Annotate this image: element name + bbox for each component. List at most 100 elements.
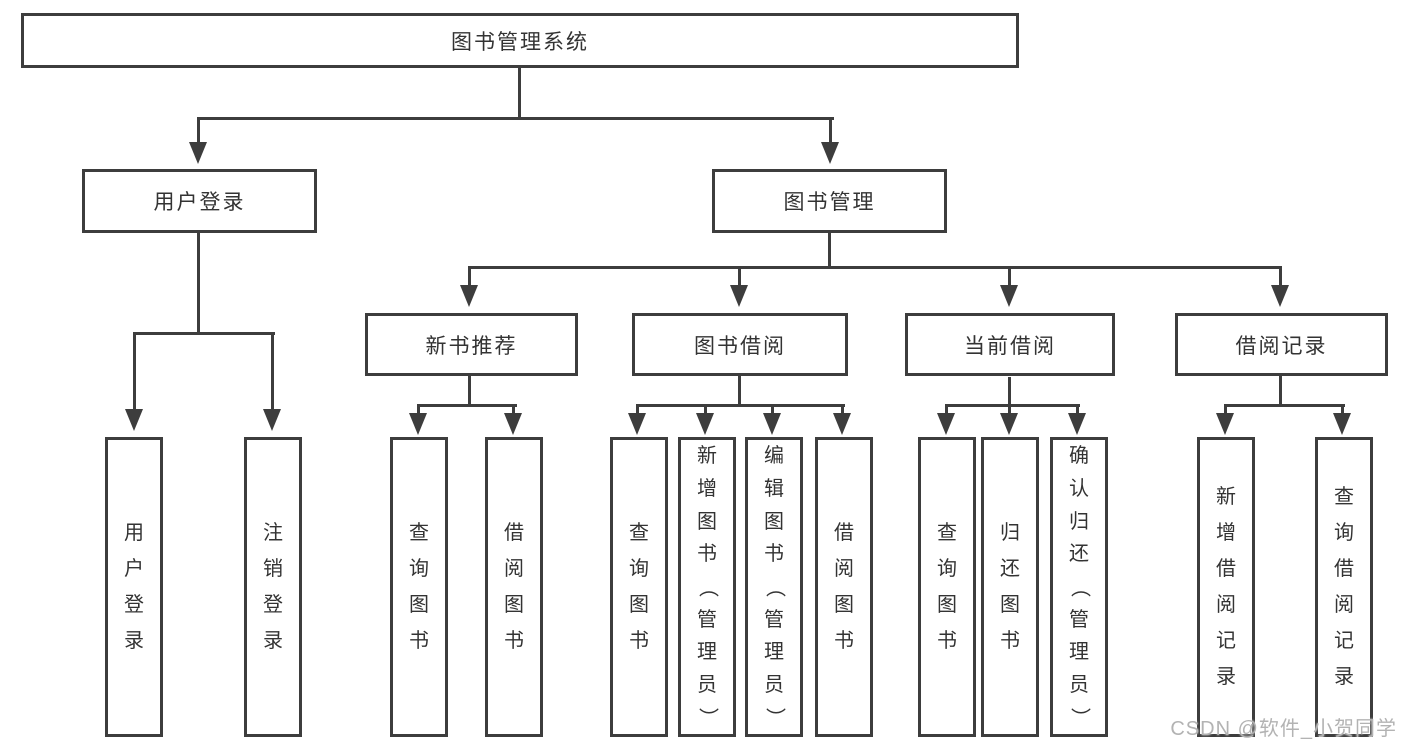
connector-line <box>636 404 845 407</box>
leaf-borrow-books: 借阅图书 <box>815 437 873 737</box>
vertical-char: 书 <box>1000 630 1020 652</box>
vertical-char: 员 <box>697 674 717 697</box>
arrow-head <box>1271 285 1289 307</box>
vertical-char: 书 <box>937 630 957 652</box>
leaf-user-login: 用户登录 <box>105 437 163 737</box>
connector-line <box>829 117 832 144</box>
vertical-char: 阅 <box>1334 594 1354 616</box>
arrow-head <box>125 409 143 431</box>
connector-line <box>636 404 639 415</box>
leaf-query-books: 查询图书 <box>918 437 976 737</box>
node-user-login: 用户登录 <box>82 169 317 233</box>
connector-line <box>197 233 200 335</box>
vertical-char: 图 <box>629 594 649 616</box>
leaf-add-book-admin: 新增图书（管理员） <box>678 437 736 737</box>
connector-line <box>271 332 274 411</box>
vertical-char: 管 <box>697 608 717 631</box>
vertical-char: 理 <box>764 641 784 664</box>
vertical-char: 询 <box>937 558 957 580</box>
vertical-char: 书 <box>697 543 717 566</box>
vertical-char: （ <box>1068 577 1091 598</box>
vertical-char: （ <box>763 577 786 598</box>
vertical-char: 借 <box>834 522 854 544</box>
vertical-char: 借 <box>504 522 524 544</box>
vertical-char: ） <box>763 707 786 728</box>
vertical-char: 还 <box>1000 558 1020 580</box>
vertical-char: 图 <box>1000 594 1020 616</box>
vertical-char: 登 <box>263 594 283 616</box>
vertical-char: 书 <box>834 630 854 652</box>
vertical-char: 图 <box>409 594 429 616</box>
connector-line <box>468 266 471 287</box>
connector-line <box>841 404 844 415</box>
node-current-borrow: 当前借阅 <box>905 313 1115 376</box>
vertical-char: 书 <box>504 630 524 652</box>
vertical-char: 新 <box>1216 486 1236 508</box>
vertical-char: 书 <box>629 630 649 652</box>
connector-line <box>417 404 517 407</box>
csdn-watermark: CSDN @软件_小贺同学 <box>1170 718 1397 740</box>
connector-line <box>1341 404 1344 415</box>
vertical-char: 录 <box>124 630 144 652</box>
vertical-char: 理 <box>1069 641 1089 664</box>
connector-line <box>1224 404 1227 415</box>
connector-line <box>518 68 521 118</box>
arrow-head <box>937 413 955 435</box>
vertical-char: 查 <box>629 522 649 544</box>
connector-line <box>945 404 948 415</box>
vertical-char: 管 <box>764 608 784 631</box>
vertical-char: 增 <box>697 477 717 500</box>
vertical-char: 确 <box>1069 445 1089 468</box>
vertical-char: 录 <box>1334 666 1354 688</box>
arrow-head <box>730 285 748 307</box>
vertical-char: 图 <box>504 594 524 616</box>
arrow-head <box>1333 413 1351 435</box>
vertical-char: 认 <box>1069 477 1089 500</box>
arrow-head <box>628 413 646 435</box>
arrow-head <box>833 413 851 435</box>
arrow-head <box>1068 413 1086 435</box>
vertical-char: 阅 <box>504 558 524 580</box>
vertical-char: 辑 <box>764 477 784 500</box>
vertical-char: 销 <box>263 558 283 580</box>
vertical-char: 书 <box>409 630 429 652</box>
leaf-edit-book-admin: 编辑图书（管理员） <box>745 437 803 737</box>
arrow-head <box>696 413 714 435</box>
connector-line <box>1224 404 1345 407</box>
vertical-char: 编 <box>764 445 784 468</box>
vertical-char: 图 <box>937 594 957 616</box>
vertical-char: 还 <box>1069 543 1089 566</box>
leaf-add-borrow-record: 新增借阅记录 <box>1197 437 1255 737</box>
vertical-char: 阅 <box>834 558 854 580</box>
connector-line <box>738 376 741 407</box>
vertical-char: 录 <box>1216 666 1236 688</box>
vertical-char: ） <box>696 707 719 728</box>
leaf-query-borrow-record: 查询借阅记录 <box>1315 437 1373 737</box>
connector-line <box>1008 377 1011 407</box>
arrow-head <box>763 413 781 435</box>
vertical-char: 归 <box>1069 510 1089 533</box>
connector-line <box>704 404 707 415</box>
vertical-char: 询 <box>1334 522 1354 544</box>
vertical-char: 登 <box>124 594 144 616</box>
node-borrow-records: 借阅记录 <box>1175 313 1388 376</box>
vertical-char: 询 <box>409 558 429 580</box>
vertical-char: 阅 <box>1216 594 1236 616</box>
vertical-char: ） <box>1068 707 1091 728</box>
vertical-char: 注 <box>263 522 283 544</box>
arrow-head <box>504 413 522 435</box>
vertical-char: （ <box>696 577 719 598</box>
vertical-char: 记 <box>1334 630 1354 652</box>
vertical-char: 管 <box>1069 608 1089 631</box>
connector-line <box>771 404 774 415</box>
vertical-char: 户 <box>124 558 144 580</box>
arrow-head <box>189 142 207 164</box>
arrow-head <box>1000 413 1018 435</box>
connector-line <box>468 266 1282 269</box>
node-new-book-recommend: 新书推荐 <box>365 313 578 376</box>
leaf-confirm-return-admin: 确认归还（管理员） <box>1050 437 1108 737</box>
node-library-system: 图书管理系统 <box>21 13 1019 68</box>
connector-line <box>1008 404 1011 415</box>
arrow-head <box>1216 413 1234 435</box>
arrow-head <box>460 285 478 307</box>
